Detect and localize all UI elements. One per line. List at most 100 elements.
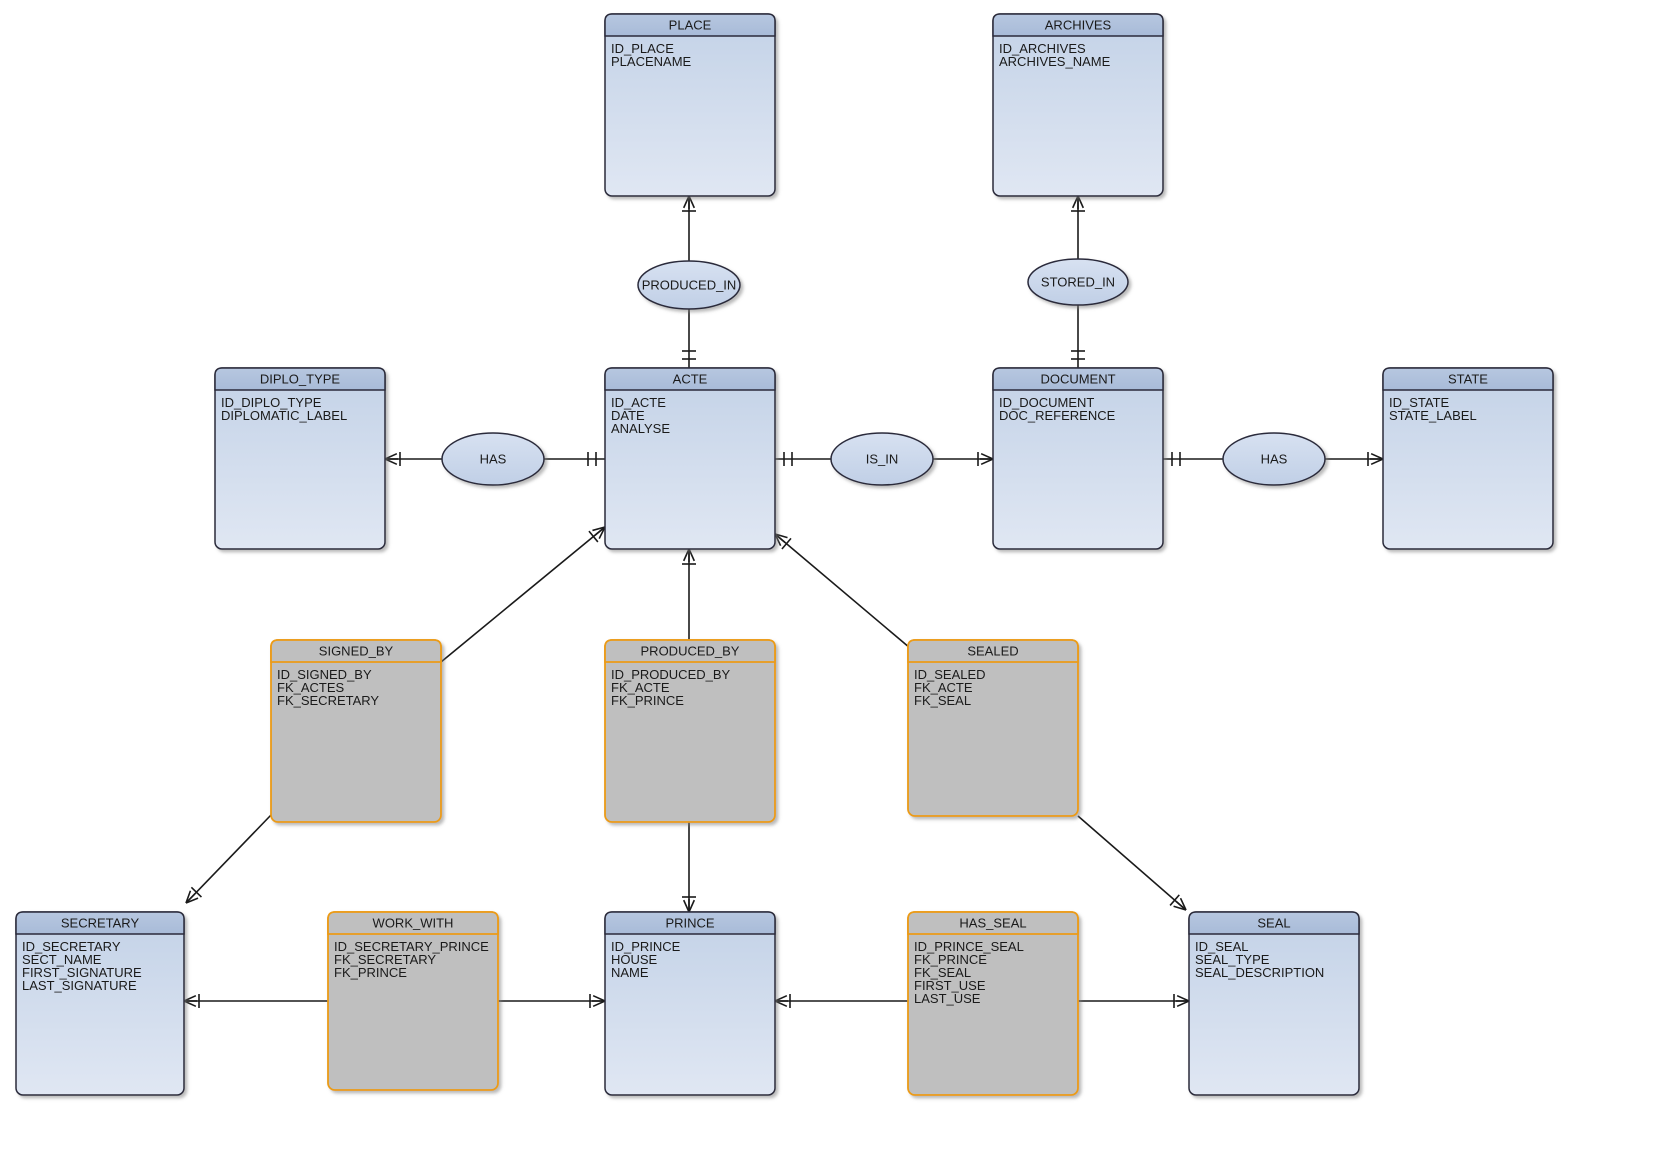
relationship-is-in[interactable]: IS_IN: [830, 432, 934, 486]
entity-title: SIGNED_BY: [319, 643, 394, 658]
crowfoot-prong: [774, 1000, 788, 1008]
entity-title: STATE: [1448, 371, 1488, 386]
entity-header: [992, 367, 1164, 391]
crowfoot-prong: [980, 452, 994, 460]
entity-attribute: ID_PRINCE_SEAL: [914, 939, 1024, 954]
entity-attribute: STATE_LABEL: [1389, 408, 1477, 423]
crowfoot-prong: [592, 1000, 606, 1008]
entity-attribute: ID_SIGNED_BY: [277, 667, 372, 682]
entity-attribute: ID_PRINCE: [611, 939, 681, 954]
relationship-has[interactable]: HAS: [441, 432, 545, 486]
entity-attribute: FK_SEAL: [914, 693, 971, 708]
connector-acte-signedby: [440, 526, 606, 663]
entity-title: WORK_WITH: [373, 915, 454, 930]
entity-has-seal[interactable]: HAS_SEALID_PRINCE_SEALFK_PRINCEFK_SEALFI…: [907, 911, 1079, 1096]
entity-title: SECRETARY: [61, 915, 140, 930]
relationship-label: STORED_IN: [1041, 274, 1115, 289]
relationship-label: HAS: [480, 451, 507, 466]
crowfoot-prong: [598, 526, 606, 539]
entity-attribute: FK_PRINCE: [914, 952, 987, 967]
relationship-produced-in[interactable]: PRODUCED_IN: [637, 260, 741, 310]
entity-attribute: PLACENAME: [611, 54, 692, 69]
entity-header: [15, 911, 185, 935]
entity-title: DOCUMENT: [1040, 371, 1115, 386]
crowfoot-prong: [774, 533, 786, 543]
entity-attribute: FK_SECRETARY: [334, 952, 436, 967]
entity-header: [604, 639, 776, 663]
entity-header: [907, 639, 1079, 663]
crowfoot-prong: [774, 533, 782, 547]
entity-attribute: ID_DIPLO_TYPE: [221, 395, 322, 410]
entity-produced-by[interactable]: PRODUCED_BY ID_PRODUCED_BYFK_ACTEFK_PRINC…: [604, 639, 776, 823]
crowfoot-prong: [980, 458, 994, 466]
entity-header: [1188, 911, 1360, 935]
entity-header: [604, 911, 776, 935]
entity-header: [327, 911, 499, 935]
entity-attribute: FK_PRINCE: [334, 965, 407, 980]
relationship-label: IS_IN: [866, 451, 899, 466]
entity-title: DIPLO_TYPE: [260, 371, 341, 386]
entity-header: [214, 367, 386, 391]
crowfoot-prong: [185, 890, 192, 904]
entity-title: PRODUCED_BY: [641, 643, 740, 658]
entity-attribute: ID_DOCUMENT: [999, 395, 1094, 410]
crowfoot-prong: [688, 548, 696, 562]
entity-attribute: ID_PRODUCED_BY: [611, 667, 731, 682]
entity-attribute: ID_PLACE: [611, 41, 674, 56]
entity-header: [604, 367, 776, 391]
crowfoot-prong: [1175, 900, 1187, 911]
relationship-label: HAS: [1261, 451, 1288, 466]
crowfoot-prong: [682, 195, 690, 209]
crowfoot-prong: [185, 893, 196, 904]
crowfoot-prong: [384, 458, 398, 466]
crowfoot-prong: [682, 548, 690, 562]
entity-attribute: ARCHIVES_NAME: [999, 54, 1111, 69]
entity-attribute: HOUSE: [611, 952, 658, 967]
connector-sealed-seal: [1077, 815, 1187, 911]
entity-layer: PLACEID_PLACEPLACENAMEARCHIVESID_ARCHIVE…: [15, 13, 1554, 1096]
crowfoot-prong: [594, 526, 606, 536]
crowfoot-prong: [682, 899, 690, 913]
relationship-shape: [1027, 258, 1129, 306]
crowfoot-prong: [1176, 994, 1190, 1002]
relationship-shape: [441, 432, 545, 486]
entity-attribute: FK_PRINCE: [611, 693, 684, 708]
entity-attribute: DOC_REFERENCE: [999, 408, 1116, 423]
entity-attribute: LAST_USE: [914, 991, 981, 1006]
entity-attribute: ID_STATE: [1389, 395, 1450, 410]
cardinality-bar: [1169, 894, 1180, 906]
entity-attribute: FK_ACTE: [914, 680, 973, 695]
entity-title: PRINCE: [665, 915, 714, 930]
entity-attribute: FK_SECRETARY: [277, 693, 379, 708]
crowfoot-prong: [1071, 195, 1079, 209]
crowfoot-prong: [1370, 452, 1384, 460]
cardinality-bar: [588, 530, 599, 543]
crowfoot-prong: [1176, 1000, 1190, 1008]
entity-attribute: ID_SECRETARY_PRINCE: [334, 939, 489, 954]
crowfoot-prong: [183, 994, 197, 1002]
crowfoot-prong: [384, 452, 398, 460]
relationship-stored-in[interactable]: STORED_IN: [1027, 258, 1129, 306]
entity-work-with[interactable]: WORK_WITH ID_SECRETARY_PRINCEFK_SECRETARY…: [327, 911, 499, 1091]
relationship-has[interactable]: HAS: [1222, 432, 1326, 486]
entity-attribute: FK_ACTES: [277, 680, 345, 695]
entity-secretary[interactable]: SECRETARYID_SECRETARYSECT_NAMEFIRST_SIGN…: [15, 911, 185, 1096]
crowfoot-prong: [688, 195, 696, 209]
entity-signed-by[interactable]: SIGNED_BY ID_SIGNED_BYFK_ACTESFK_SECRETAR…: [270, 639, 442, 823]
entity-attribute: FK_ACTE: [611, 680, 670, 695]
entity-attribute: FIRST_SIGNATURE: [22, 965, 142, 980]
entity-title: SEAL: [1257, 915, 1290, 930]
crowfoot-prong: [1370, 458, 1384, 466]
entity-header: [604, 13, 776, 37]
entity-title: ARCHIVES: [1045, 17, 1112, 32]
